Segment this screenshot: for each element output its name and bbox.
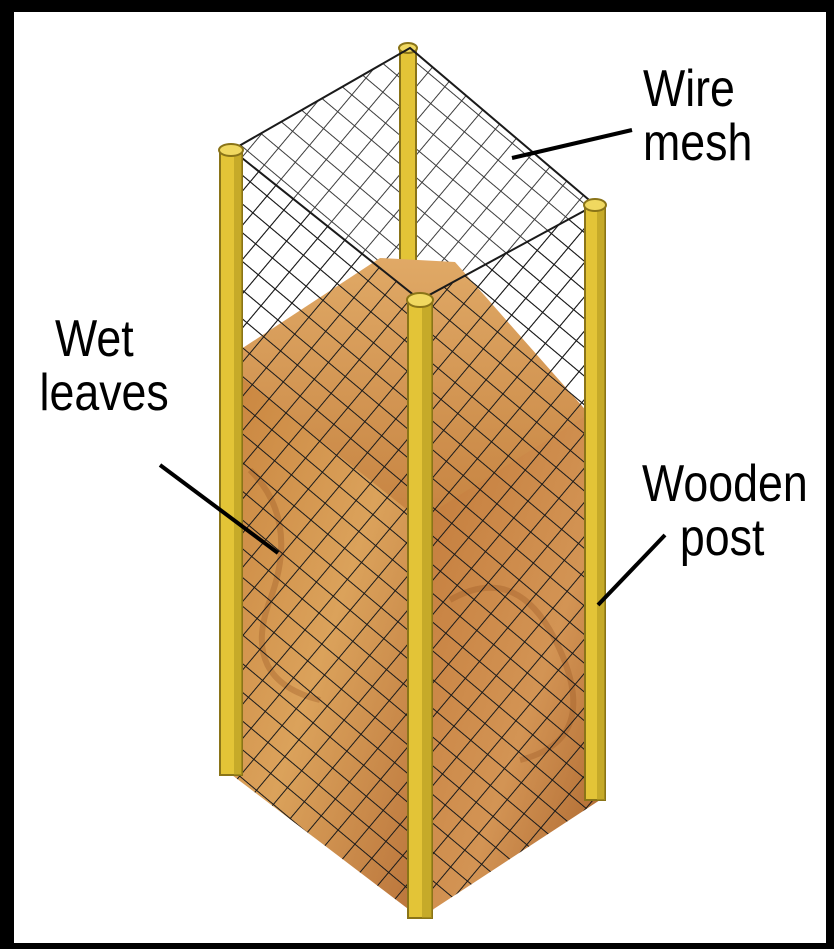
- label-wet-leaves-line2: leaves: [40, 366, 169, 420]
- label-wooden-post: Wooden post: [642, 457, 808, 565]
- label-wooden-post-line2: post: [680, 511, 808, 565]
- label-wet-leaves: Wet leaves: [55, 312, 169, 420]
- label-wooden-post-line1: Wooden: [642, 457, 808, 511]
- label-wire-mesh-line1: Wire: [643, 62, 752, 116]
- wooden-post-front: [407, 293, 433, 918]
- label-wet-leaves-line1: Wet: [55, 312, 169, 366]
- wooden-post-left: [219, 144, 243, 775]
- wooden-post-right: [584, 199, 606, 800]
- leader-line-wire-mesh: [512, 130, 632, 158]
- label-wire-mesh-line2: mesh: [643, 116, 752, 170]
- label-wire-mesh: Wire mesh: [643, 62, 752, 170]
